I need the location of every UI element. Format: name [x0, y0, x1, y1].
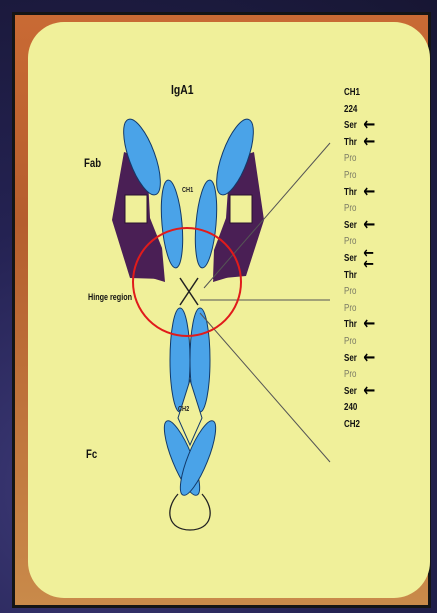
sequence-residue: Pro — [344, 168, 408, 185]
fab-label: Fab — [84, 156, 101, 170]
residue-label: 240 — [344, 402, 357, 413]
sequence-residue: Pro — [344, 201, 408, 218]
ch2-domain-label: CH2 — [178, 406, 189, 413]
cleavage-arrow-icon: ← — [363, 317, 375, 334]
cleavage-arrow-icon: ← — [363, 135, 375, 152]
residue-label: Thr — [344, 137, 357, 148]
sequence-residue: Thr — [344, 268, 408, 285]
residue-label: CH1 — [344, 87, 360, 98]
sequence-residue: Ser ← — [344, 384, 408, 401]
cleavage-arrow-icon: ← — [363, 218, 375, 235]
residue-label: Pro — [344, 153, 356, 164]
residue-label: Pro — [344, 170, 356, 181]
residue-label: CH2 — [344, 419, 360, 430]
sequence-residue: Ser←← — [344, 251, 408, 268]
residue-label: Thr — [344, 319, 357, 330]
sequence-residue: Thr ← — [344, 185, 408, 202]
residue-label: Ser — [344, 120, 357, 131]
right-light-chain-gap — [230, 195, 252, 223]
residue-label: Thr — [344, 187, 357, 198]
hinge-region-label: Hinge region — [88, 292, 132, 302]
sequence-residue: Pro — [344, 334, 408, 351]
residue-label: 224 — [344, 104, 357, 115]
residue-label: Pro — [344, 286, 356, 297]
residue-label: Ser — [344, 386, 357, 397]
residue-label: Ser — [344, 253, 357, 264]
sequence-residue: Pro — [344, 284, 408, 301]
fc-label: Fc — [86, 447, 97, 461]
sequence-residue: Ser ← — [344, 218, 408, 235]
cleavage-arrow-icon: ← — [363, 185, 375, 202]
residue-label: Ser — [344, 353, 357, 364]
sequence-residue: Ser ← — [344, 351, 408, 368]
sequence-residue: Pro — [344, 234, 408, 251]
diagram-title: IgA1 — [171, 82, 194, 97]
sequence-residue: Thr ← — [344, 317, 408, 334]
sequence-residue: 240 — [344, 400, 408, 417]
residue-label: Thr — [344, 270, 357, 281]
ch1-domain-label: CH1 — [182, 187, 193, 194]
residue-label: Pro — [344, 336, 356, 347]
sequence-residue: CH2 — [344, 417, 408, 434]
cleavage-arrow-icon: ←← — [363, 247, 374, 264]
sequence-residue: Ser← — [344, 118, 408, 135]
residue-label: Pro — [344, 236, 356, 247]
sequence-residue: Pro — [344, 151, 408, 168]
hinge-crossing — [180, 278, 198, 305]
residue-label: Pro — [344, 303, 356, 314]
tail-loop — [170, 494, 210, 530]
sequence-residue: Pro — [344, 367, 408, 384]
sequence-residue: Thr ← — [344, 135, 408, 152]
residue-label: Pro — [344, 369, 356, 380]
sequence-residue: 224 — [344, 102, 408, 119]
left-light-chain-gap — [125, 195, 147, 223]
hinge-highlight-circle — [133, 228, 241, 336]
sequence-residue: Pro — [344, 301, 408, 318]
sequence-residue: CH1 — [344, 85, 408, 102]
cleavage-arrow-icon: ← — [363, 351, 375, 368]
cleavage-arrow-icon: ← — [363, 384, 375, 401]
connector-bottom — [200, 313, 330, 462]
residue-label: Pro — [344, 203, 356, 214]
residue-label: Ser — [344, 220, 357, 231]
